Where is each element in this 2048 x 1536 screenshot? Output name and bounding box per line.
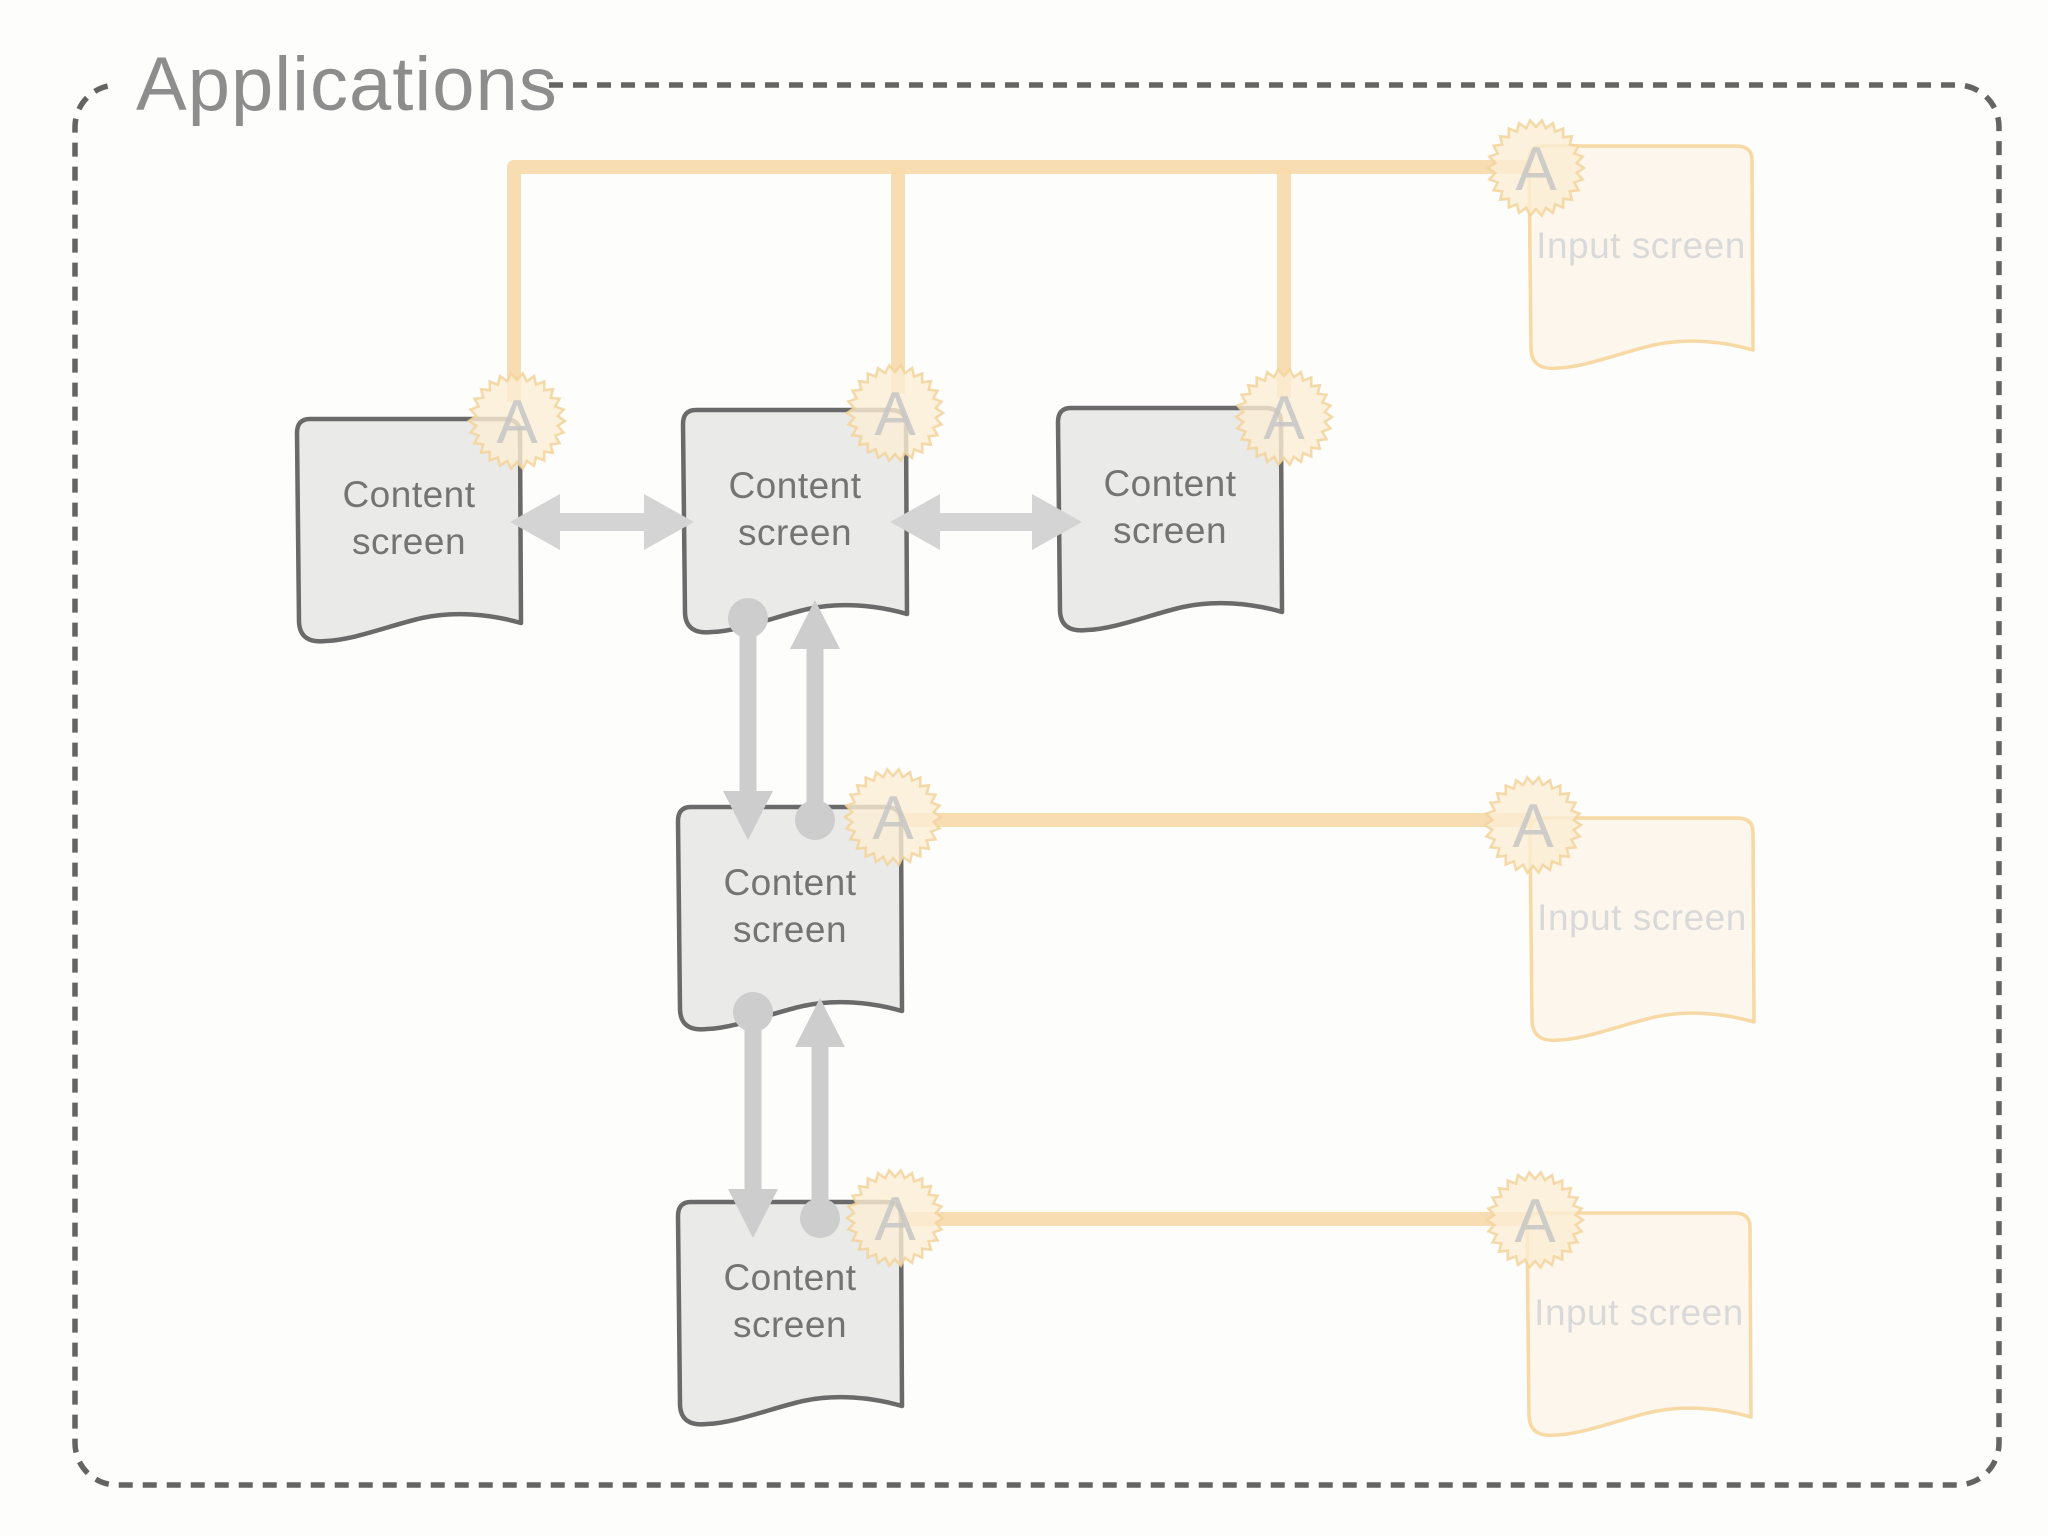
connector-input1-to-content-row1	[507, 160, 1536, 402]
badge-content2-letter: A	[874, 380, 916, 449]
content-screen-4-label: Content screen	[723, 862, 857, 950]
arrow-c2-c3-right-head	[1032, 494, 1082, 550]
title-background-mask	[112, 52, 542, 118]
badge-input2-seal	[1482, 775, 1584, 875]
badge-input3-seal	[1484, 1170, 1586, 1270]
arrow-c1-c2-left-head	[510, 494, 560, 550]
page-title: Applications	[136, 41, 558, 127]
badge-content1-letter: A	[496, 388, 538, 457]
input-screen-3-label: Input screen	[1534, 1291, 1744, 1333]
badge-content4-seal	[842, 767, 944, 867]
content-screen-3-label: Content screen	[1103, 463, 1237, 551]
content-screen-2-label: Content screen	[728, 465, 862, 553]
arrow-c4-up-head	[790, 600, 840, 649]
arrow-c2-down-head	[723, 791, 773, 840]
badge-input3-letter: A	[1514, 1187, 1556, 1256]
badge-content5-letter: A	[874, 1185, 916, 1254]
arrow-c2-c3-left-head	[890, 494, 940, 550]
arrow-c1-c2-right-head	[644, 494, 694, 550]
arrow-c5-up-head	[795, 998, 845, 1047]
input-screen-2-label: Input screen	[1537, 896, 1747, 938]
badge-content5-seal	[844, 1168, 946, 1268]
badge-input1-seal	[1485, 118, 1587, 218]
content-screen-1-label: Content screen	[342, 474, 476, 562]
applications-group-border	[72, 82, 2002, 1488]
badge-input2-letter: A	[1512, 792, 1554, 861]
action-badges: A A A A A A A A	[466, 118, 1587, 1270]
content-screen-5-label: Content screen	[723, 1257, 857, 1345]
badge-content4-letter: A	[872, 784, 914, 853]
badge-content2-seal	[844, 363, 946, 463]
navigation-arrows	[510, 494, 1082, 1238]
action-connectors	[507, 160, 1536, 1226]
badge-content3-letter: A	[1263, 384, 1305, 453]
badge-input1-letter: A	[1515, 135, 1557, 204]
badge-content3-seal	[1233, 367, 1335, 467]
input-screen-1-label: Input screen	[1536, 224, 1746, 266]
arrow-c4-down-head	[728, 1189, 778, 1238]
badge-content1-seal	[466, 371, 568, 471]
